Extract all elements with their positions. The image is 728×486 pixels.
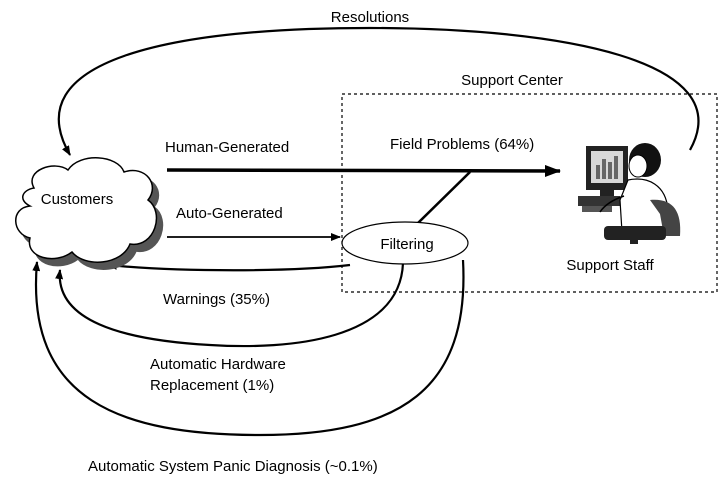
person-at-computer-icon bbox=[578, 143, 681, 244]
cloud-icon bbox=[15, 157, 164, 270]
warnings-label: Warnings (35%) bbox=[163, 291, 270, 308]
filtering-node bbox=[341, 221, 469, 265]
auto-generated-label: Auto-Generated bbox=[176, 205, 283, 222]
resolutions-arrow bbox=[57, 26, 700, 156]
customers-label: Customers bbox=[41, 191, 114, 208]
hardware-replacement-label-line1: Automatic Hardware bbox=[150, 356, 286, 373]
panic-diagnosis-label: Automatic System Panic Diagnosis (~0.1%) bbox=[88, 458, 378, 475]
panic-diagnosis-arrow bbox=[32, 259, 465, 437]
field-problems-label: Field Problems (64%) bbox=[390, 136, 534, 153]
filtering-to-field-problems-line bbox=[417, 171, 471, 224]
hardware-replacement-label-line2: Replacement (1%) bbox=[150, 377, 274, 394]
resolutions-label: Resolutions bbox=[331, 9, 409, 26]
warnings-arrow bbox=[107, 261, 351, 272]
support-staff-label: Support Staff bbox=[566, 257, 654, 274]
filtering-label: Filtering bbox=[380, 236, 433, 253]
human-generated-label: Human-Generated bbox=[165, 139, 289, 156]
support-center-label: Support Center bbox=[461, 72, 563, 89]
support-center-box bbox=[341, 93, 718, 293]
human-generated-arrow bbox=[166, 164, 561, 177]
hardware-replacement-arrow bbox=[55, 262, 405, 348]
